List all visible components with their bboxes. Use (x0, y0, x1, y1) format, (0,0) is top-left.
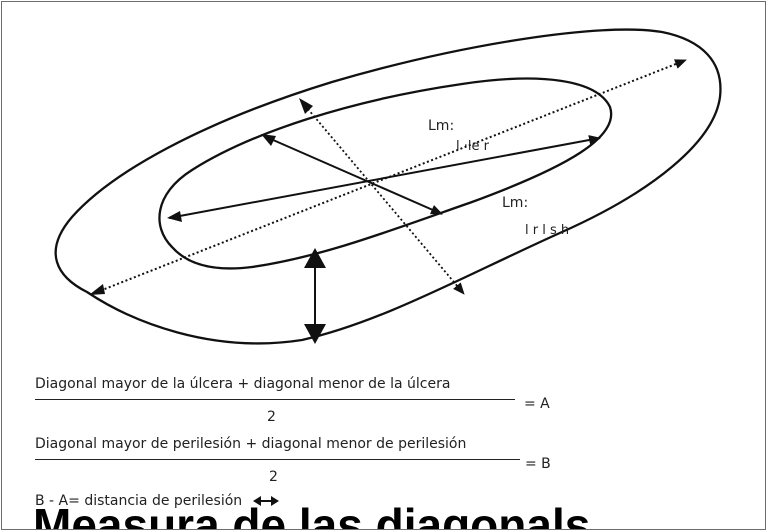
perilesion-formula-result: = B (525, 456, 551, 472)
fraction-line (35, 399, 515, 400)
fraction-line (35, 459, 520, 460)
ulcer-formula-numerator: Diagonal mayor de la úlcera + diagonal m… (35, 376, 451, 392)
ulcer-formula-result: = A (524, 396, 550, 412)
distance-text: B - A= distancia de perilesión (35, 493, 243, 509)
wound-diagram: Lm: l ·le r Lm: l r l s h (54, 28, 722, 345)
perilesion-minor-diagonal (301, 101, 465, 295)
figure-caption: Measura de las diagonals (33, 499, 591, 530)
distance-arrowhead-top (304, 248, 326, 268)
distance-arrowhead-bottom (304, 324, 326, 344)
perilesion-major-arrowhead-start (89, 284, 105, 295)
perilesion-label: Lm: (502, 195, 528, 211)
perilesion-formula-denominator: 2 (269, 469, 278, 485)
ulcer-outline (158, 77, 613, 270)
ulcer-minor-arrowhead-start (261, 134, 276, 146)
perilesion-major-diagonal (91, 59, 687, 295)
perilesion-minor-arrowhead-start (299, 98, 313, 114)
ulcer-major-diagonal (168, 135, 601, 219)
double-arrow-icon (252, 496, 279, 506)
perilesion-distance-formula: B - A= distancia de perilesión (35, 493, 279, 509)
perilesion-formula-numerator: Diagonal mayor de perilesión + diagonal … (35, 436, 467, 452)
perilesion-outline (54, 28, 722, 345)
ulcer-formula-denominator: 2 (267, 409, 276, 425)
perilesion-label-sub: l r l s h (525, 223, 569, 238)
ulcer-major-label: Lm: (428, 118, 454, 134)
ulcer-major-label-sub: l ·le r (456, 139, 490, 154)
ulcer-minor-diagonal (263, 135, 443, 215)
ulcer-major-arrowhead-start (167, 211, 182, 222)
